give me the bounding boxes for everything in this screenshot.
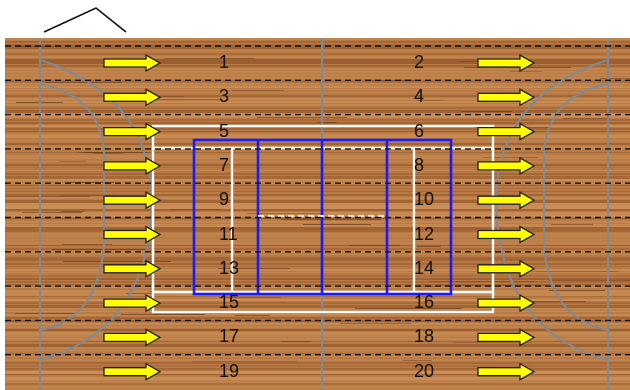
lane-number-left: 11 xyxy=(219,225,238,243)
lane-number-right: 18 xyxy=(414,327,434,345)
lane-number-left: 15 xyxy=(219,293,239,311)
lane-number-right: 14 xyxy=(414,259,434,277)
lane-number-left: 3 xyxy=(219,87,229,105)
wood-floor xyxy=(5,38,630,390)
lane-number-right: 6 xyxy=(414,122,424,140)
lane-number-left: 7 xyxy=(219,156,229,174)
lane-number-right: 8 xyxy=(414,156,424,174)
lane-number-left: 17 xyxy=(219,327,239,345)
corner-chevron xyxy=(44,8,126,32)
lane-number-left: 9 xyxy=(219,190,229,208)
lane-number-left: 13 xyxy=(219,259,239,277)
lane-number-right: 12 xyxy=(414,225,434,243)
lane-number-left: 19 xyxy=(219,362,239,380)
lane-number-right: 2 xyxy=(414,53,424,71)
lane-number-right: 10 xyxy=(414,190,434,208)
lane-number-left: 5 xyxy=(219,122,229,140)
lane-number-right: 16 xyxy=(414,293,434,311)
lane-number-right: 4 xyxy=(414,87,424,105)
lane-number-left: 1 xyxy=(219,53,229,71)
lane-number-right: 20 xyxy=(414,362,434,380)
